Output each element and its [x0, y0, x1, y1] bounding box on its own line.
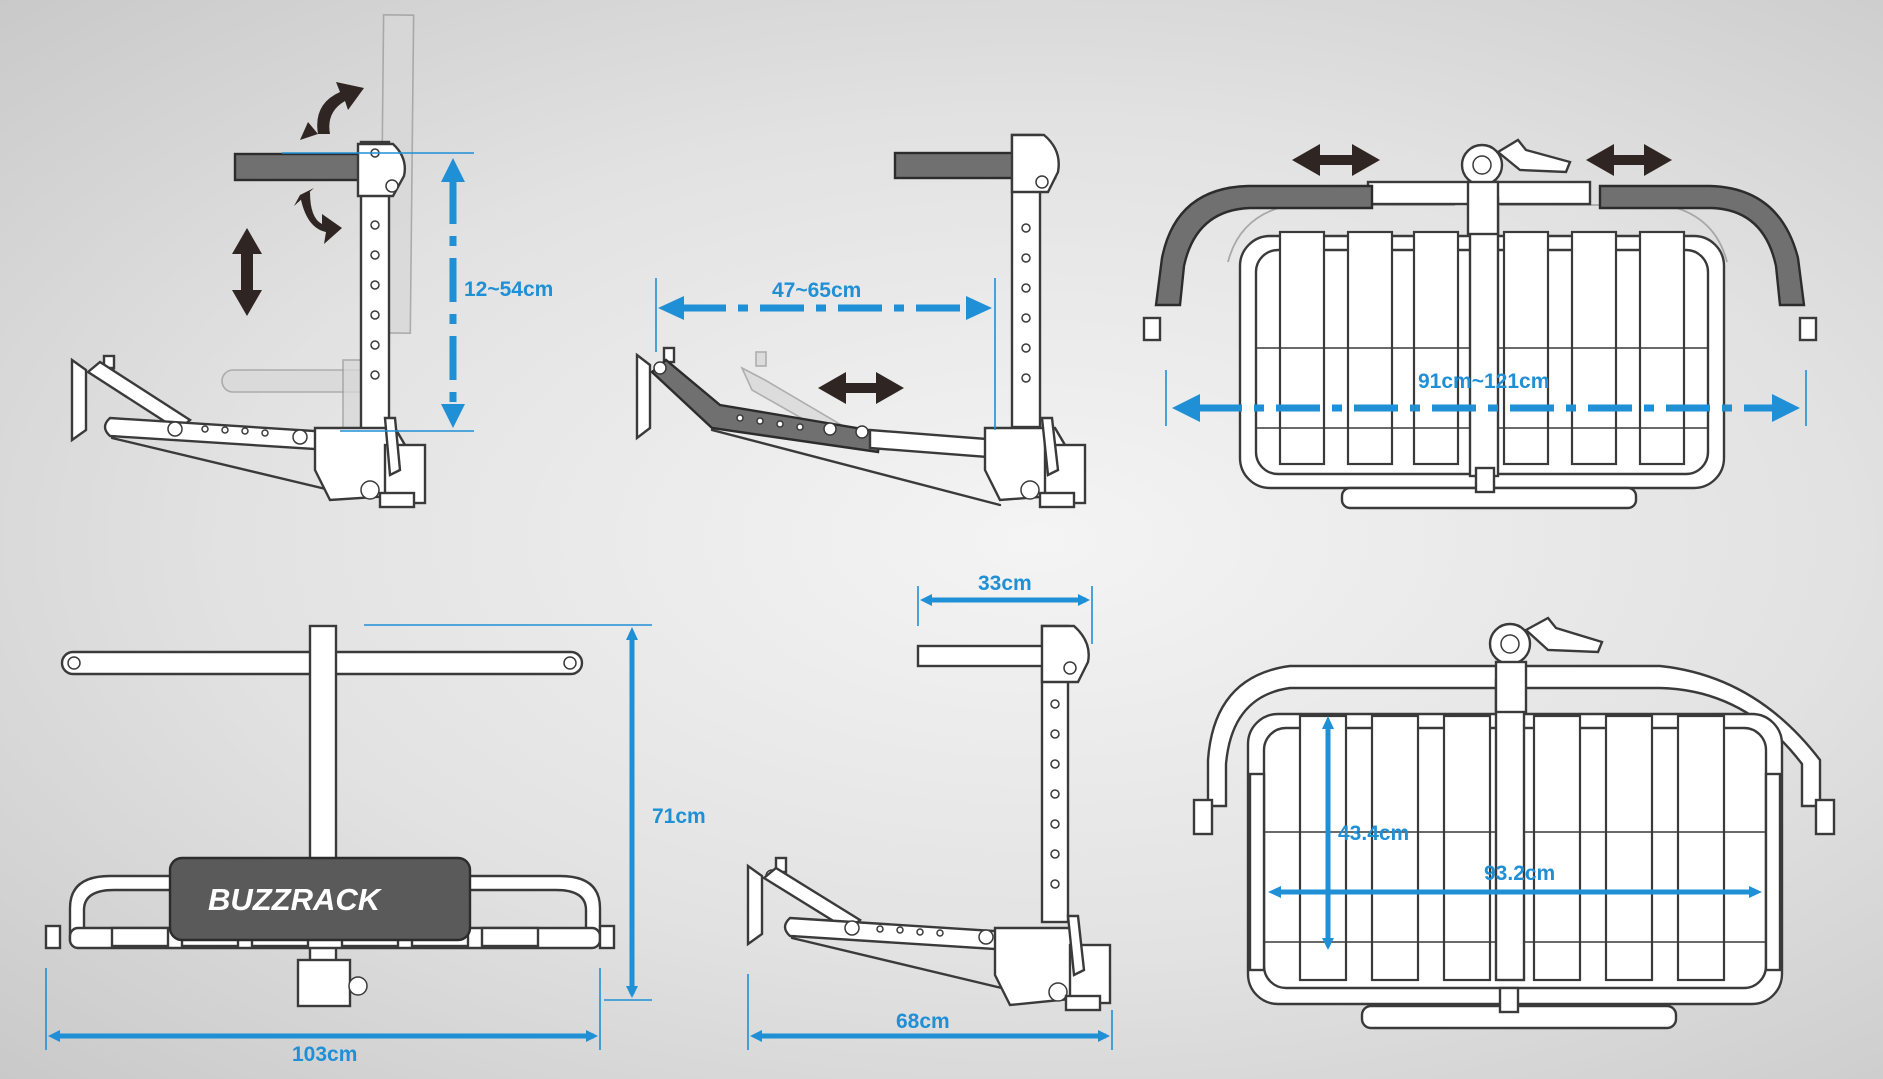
dimension-basket-width: 93.2cm [1268, 862, 1762, 898]
panel-side-view: 33cm 68cm [746, 572, 1113, 1050]
vertical-double-arrow-icon [232, 228, 262, 316]
panel-front-view: BUZZRACK 103cm 71cm [44, 624, 706, 1066]
dimension-overall-height: 71cm [364, 624, 706, 1001]
dimension-basket-depth: 43.4cm [1322, 716, 1409, 950]
panel-height-adjustment: 12~54cm [70, 14, 553, 509]
rotate-arrow-middle-icon [294, 188, 342, 244]
dimension-arm-depth: 33cm [917, 572, 1093, 644]
label-basket-width: 93.2cm [1484, 862, 1555, 885]
brand-logo: BUZZRACK [208, 882, 383, 917]
horizontal-double-arrow-left-icon [1292, 144, 1380, 176]
horizontal-double-arrow-icon [818, 372, 904, 404]
panel-basket-width-adjustment: 91cm~121cm [1142, 138, 1818, 510]
brand-plate [168, 856, 472, 942]
dimension-arm-reach-adjust: 47~65cm [655, 278, 996, 430]
dimension-height-adjust: 12~54cm [282, 152, 553, 432]
label-overall-depth: 68cm [896, 1010, 950, 1033]
panel-arm-reach-adjustment: 47~65cm [635, 133, 1087, 509]
label-height-adjust: 12~54cm [464, 278, 553, 301]
label-basket-width-adjust: 91cm~121cm [1418, 370, 1549, 393]
label-overall-height: 71cm [652, 805, 706, 828]
horizontal-double-arrow-right-icon [1586, 144, 1672, 176]
dimension-overall-width: 103cm [45, 968, 601, 1066]
label-basket-depth: 43.4cm [1338, 822, 1409, 845]
upright-holes [370, 220, 380, 380]
dimension-overall-depth: 68cm [747, 974, 1113, 1050]
label-overall-width: 103cm [292, 1043, 357, 1066]
panel-basket-top-view: 43.4cm 93.2cm [1192, 616, 1836, 1030]
label-arm-depth: 33cm [978, 572, 1032, 595]
rotate-arrow-top-icon [300, 82, 364, 140]
dimension-basket-width-adjust: 91cm~121cm [1165, 370, 1807, 426]
basket-slats-bottom [1298, 714, 1726, 982]
label-arm-reach-adjust: 47~65cm [772, 279, 861, 302]
